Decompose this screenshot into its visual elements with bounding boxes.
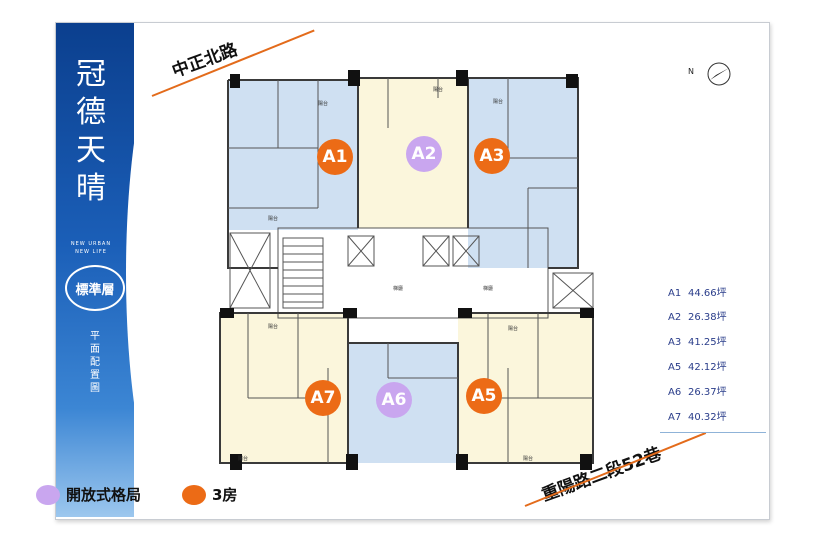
key-three-room-label: 3房 — [212, 486, 238, 504]
unit-marker-a6: A6 — [376, 382, 412, 418]
room-label-a1-balcony-2: 陽台 — [268, 215, 278, 222]
interior-walls — [228, 78, 593, 463]
stair-left — [282, 237, 324, 309]
floor-badge: 標準層 — [65, 265, 125, 311]
legend-area-a2: 26.38坪 — [688, 312, 727, 323]
unit-marker-a5: A5 — [466, 378, 502, 414]
room-label-lobby: 梯廳 — [483, 285, 493, 292]
key-three-room-swatch — [182, 484, 206, 505]
room-label-a7-balcony: 陽台 — [268, 323, 278, 330]
legend-row-a6: A6 26.37坪 — [668, 383, 768, 398]
brand-subtitle: NEW URBAN NEW LIFE — [60, 240, 122, 256]
core-area — [277, 227, 549, 319]
legend-row-a3: A3 41.25坪 — [668, 333, 768, 348]
legend-row-a7: A7 40.32坪 — [668, 408, 768, 423]
voids — [229, 232, 594, 309]
room-label-a5-balcony: 陽台 — [508, 325, 518, 332]
brand-line-1: 冠德 — [76, 57, 106, 130]
key-open-plan: 開放式格局 — [36, 484, 141, 505]
unit-a3-area — [468, 78, 578, 268]
legend-area-a7: 40.32坪 — [688, 412, 727, 423]
legend-id-a7: A7 — [668, 412, 682, 423]
legend-id-a1: A1 — [668, 288, 682, 299]
legend-area-a6: 26.37坪 — [688, 387, 727, 398]
plan-label: 平面配置圖 — [90, 331, 100, 394]
compass-label: N — [688, 67, 694, 76]
unit-marker-a2: A2 — [406, 136, 442, 172]
room-label-a1-balcony: 陽台 — [318, 100, 328, 107]
compass-icon: N — [688, 62, 731, 86]
room-label-a2-balcony: 陽台 — [433, 86, 443, 93]
unit-marker-a7: A7 — [305, 380, 341, 416]
brand-line-2: 天晴 — [76, 133, 106, 206]
legend-area-a5: 42.12坪 — [688, 362, 727, 373]
legend-row-a2: A2 26.38坪 — [668, 308, 768, 323]
key-open-plan-swatch — [36, 484, 60, 505]
room-label-corridor: 梯廳 — [393, 285, 403, 292]
columns — [220, 70, 594, 470]
floor-plan: 陽台 陽台 陽台 陽台 梯廳 梯廳 陽台 陽台 陽台 陽台 — [219, 70, 594, 470]
legend-id-a5: A5 — [668, 362, 682, 373]
room-label-a7-balcony-2: 陽台 — [238, 455, 248, 462]
legend-area-a3: 41.25坪 — [688, 337, 727, 348]
legend-divider — [660, 432, 766, 433]
legend-id-a6: A6 — [668, 387, 682, 398]
legend-area-a1: 44.66坪 — [688, 288, 727, 299]
brand-logo: 冠德 天晴 — [64, 56, 118, 208]
brand-sub-2: NEW LIFE — [75, 249, 107, 255]
room-label-a5-balcony-2: 陽台 — [523, 455, 533, 462]
key-three-room: 3房 — [182, 484, 237, 505]
legend-id-a2: A2 — [668, 312, 682, 323]
brand-sub-1: NEW URBAN — [70, 241, 112, 247]
key-open-plan-label: 開放式格局 — [66, 486, 142, 504]
unit-marker-a1: A1 — [317, 139, 353, 175]
legend-id-a3: A3 — [668, 337, 682, 348]
elevators — [347, 235, 480, 267]
room-label-a3-balcony: 陽台 — [493, 98, 503, 105]
unit-marker-a3: A3 — [474, 138, 510, 174]
legend-row-a1: A1 44.66坪 — [668, 284, 768, 299]
legend-row-a5: A5 42.12坪 — [668, 358, 768, 373]
compass: N — [686, 60, 738, 94]
